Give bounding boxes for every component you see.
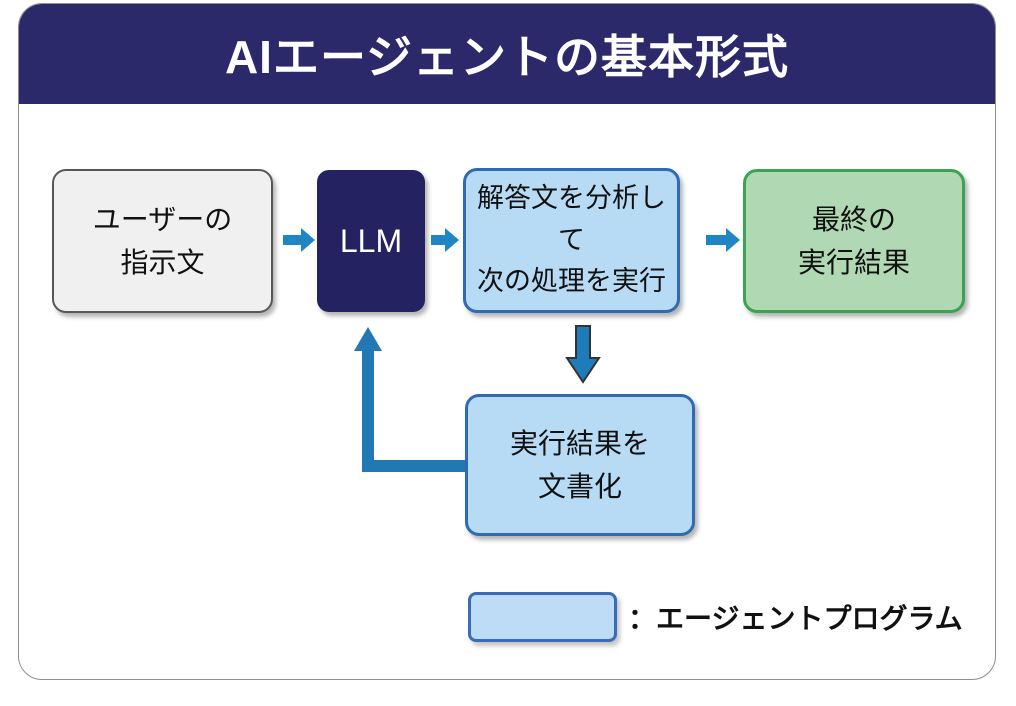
node-user-instruction: ユーザーの 指示文 <box>52 169 273 313</box>
node-user-instruction-line1: ユーザーの <box>92 203 233 235</box>
node-document-result: 実行結果を 文書化 <box>465 394 695 536</box>
legend-agent-swatch <box>468 592 617 642</box>
node-llm: LLM <box>317 170 425 312</box>
node-final-result: 最終の 実行結果 <box>743 169 965 313</box>
node-document-result-line2: 文書化 <box>537 471 622 502</box>
page-title: AIエージェントの基本形式 <box>224 31 790 83</box>
node-analyze-response-line2: 次の処理を実行 <box>477 266 666 297</box>
legend-agent-label: ：エージェントプログラム <box>628 603 963 634</box>
node-analyze-response: 解答文を分析して 次の処理を実行 <box>463 168 680 313</box>
node-final-result-line1: 最終の <box>811 203 896 235</box>
node-final-result-line2: 実行結果 <box>797 247 910 278</box>
node-document-result-line1: 実行結果を <box>509 427 650 459</box>
diagram-header: AIエージェントの基本形式 <box>19 4 995 104</box>
node-user-instruction-line2: 指示文 <box>120 247 205 278</box>
diagram-panel: AIエージェントの基本形式 <box>18 3 996 680</box>
node-analyze-response-line1: 解答文を分析して <box>477 182 666 255</box>
node-llm-label: LLM <box>339 222 403 259</box>
